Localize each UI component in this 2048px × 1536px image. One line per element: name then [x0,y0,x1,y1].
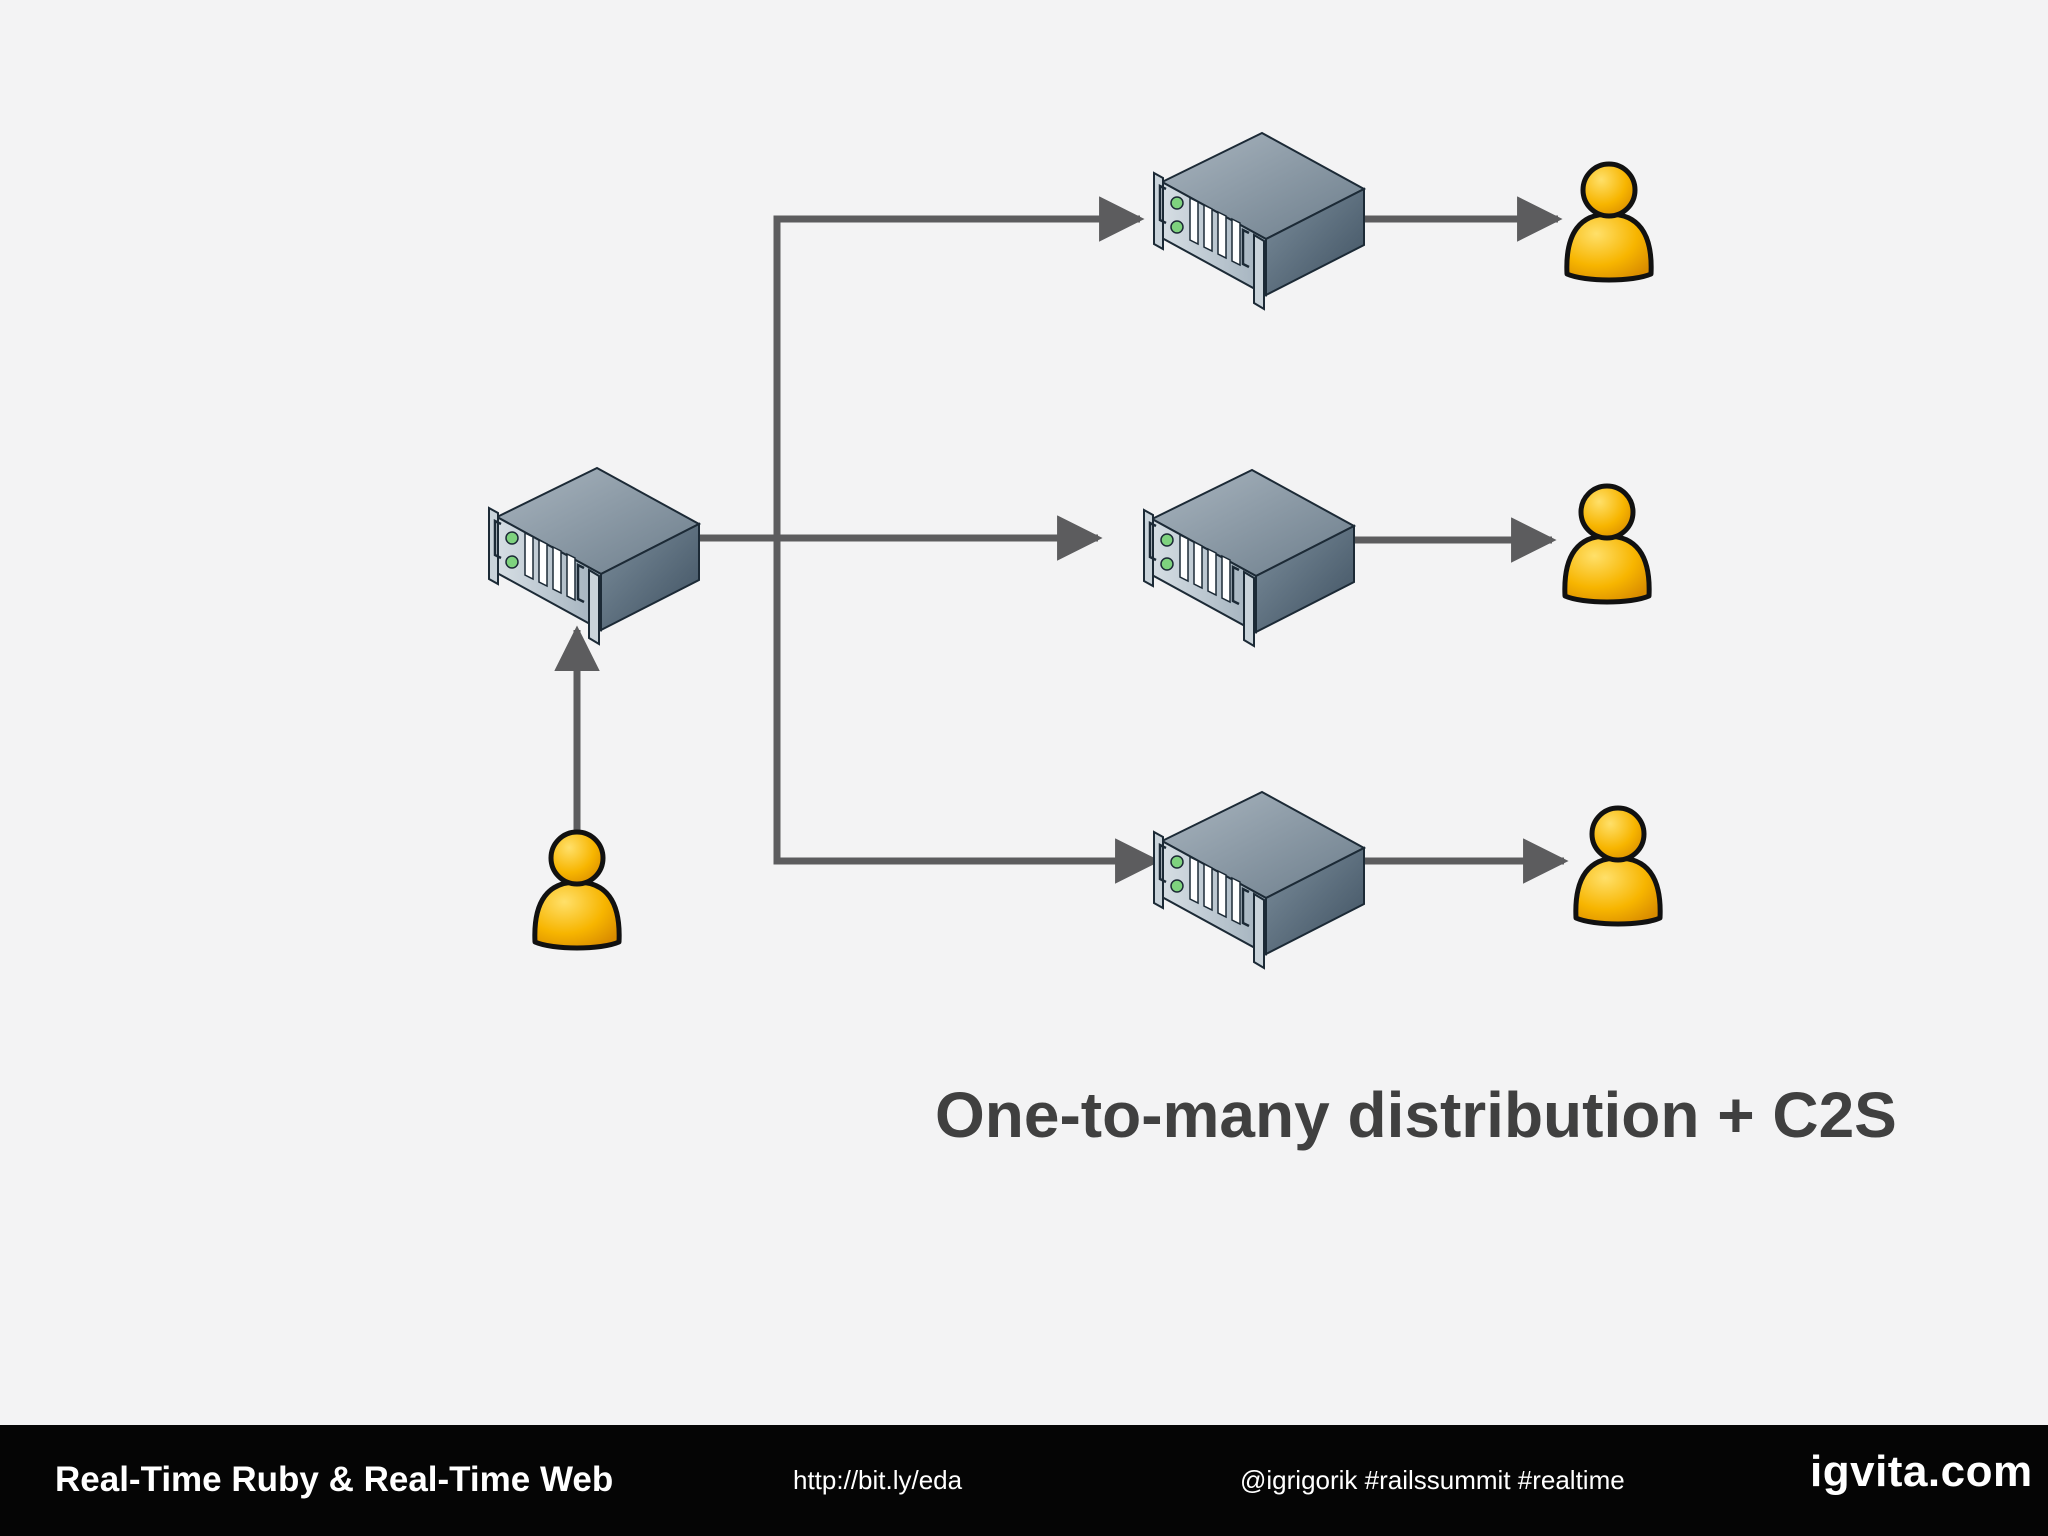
diagram [487,131,2048,970]
user-middle-icon [1565,486,1649,602]
server-top-icon [1152,131,1366,311]
connector-lines [554,196,1569,884]
footer-hashtags: @igrigorik #railssummit #realtime [1240,1465,1625,1495]
client-user-icon [535,832,619,948]
arrow-to-top-server [773,196,1145,538]
footer-bar: Real-Time Ruby & Real-Time Web http://bi… [0,1425,2048,1536]
footer-url-link[interactable]: http://bit.ly/eda [793,1465,963,1495]
user-bottom-icon [1576,808,1660,924]
footer-logo: igvita.com [1810,1447,2033,1496]
server-middle-icon [1142,468,1356,648]
server-bottom-icon [1152,790,1366,970]
slide-title: One-to-many distribution + C2S [935,1079,1897,1151]
source-server-icon [487,466,701,646]
user-top-icon [1567,164,1651,280]
arrow-to-bottom-server [773,538,1161,884]
footer-talk-title: Real-Time Ruby & Real-Time Web [55,1460,614,1499]
